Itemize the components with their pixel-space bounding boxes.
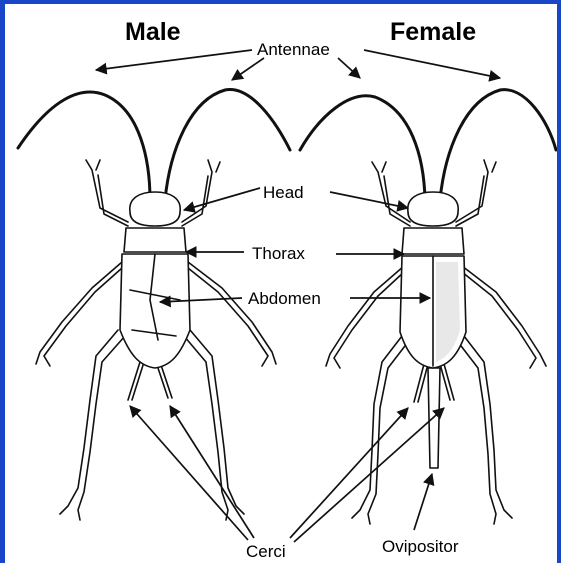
male-hindleg-right xyxy=(184,330,244,520)
arrow-antennae-female-right xyxy=(364,50,500,78)
female-foreleg-right xyxy=(456,160,496,226)
arrow-cerci-male-left xyxy=(130,406,248,540)
arrow-antennae-female-left xyxy=(338,58,360,78)
male-hindleg-left xyxy=(60,330,125,520)
label-abdomen: Abdomen xyxy=(248,289,321,308)
heading-female: Female xyxy=(390,18,476,46)
heading-male: Male xyxy=(125,18,181,46)
arrow-head-female xyxy=(330,192,408,208)
female-foreleg-left xyxy=(372,162,410,226)
female-head xyxy=(408,192,458,226)
female-midleg-left xyxy=(326,266,404,368)
male-midleg-right xyxy=(188,262,276,366)
label-ovipositor: Ovipositor xyxy=(382,537,459,556)
female-hindleg-left xyxy=(352,336,408,524)
male-abdomen xyxy=(120,254,190,368)
female-hindleg-right xyxy=(458,336,512,524)
label-head: Head xyxy=(263,183,304,202)
label-cerci: Cerci xyxy=(246,542,286,561)
male-foreleg-left xyxy=(86,160,128,226)
female-cercus-right xyxy=(440,364,454,400)
male-head xyxy=(130,192,180,226)
label-antennae: Antennae xyxy=(257,40,330,59)
arrow-head-male xyxy=(184,188,260,210)
cricket-diagram: Male Female Antennae Head Thorax Abdomen… xyxy=(5,4,557,563)
arrow-cerci-male-right xyxy=(170,406,254,538)
male-thorax xyxy=(124,228,186,252)
female-cercus-left xyxy=(414,364,428,402)
arrow-antennae-male-left xyxy=(96,50,252,70)
male-cercus-left xyxy=(128,362,144,400)
arrow-cerci-female-left xyxy=(290,408,408,538)
female-antenna-left xyxy=(300,96,425,200)
male-foreleg-right xyxy=(182,160,220,226)
female-antenna-right xyxy=(440,90,556,200)
female-midleg-right xyxy=(462,266,546,368)
label-thorax: Thorax xyxy=(252,244,305,263)
male-antenna-left xyxy=(18,92,150,200)
female-cricket xyxy=(300,90,556,524)
arrow-antennae-male-right xyxy=(232,58,264,80)
arrow-ovipositor xyxy=(414,474,432,530)
female-thorax xyxy=(402,228,464,254)
male-midleg-left xyxy=(36,262,122,366)
